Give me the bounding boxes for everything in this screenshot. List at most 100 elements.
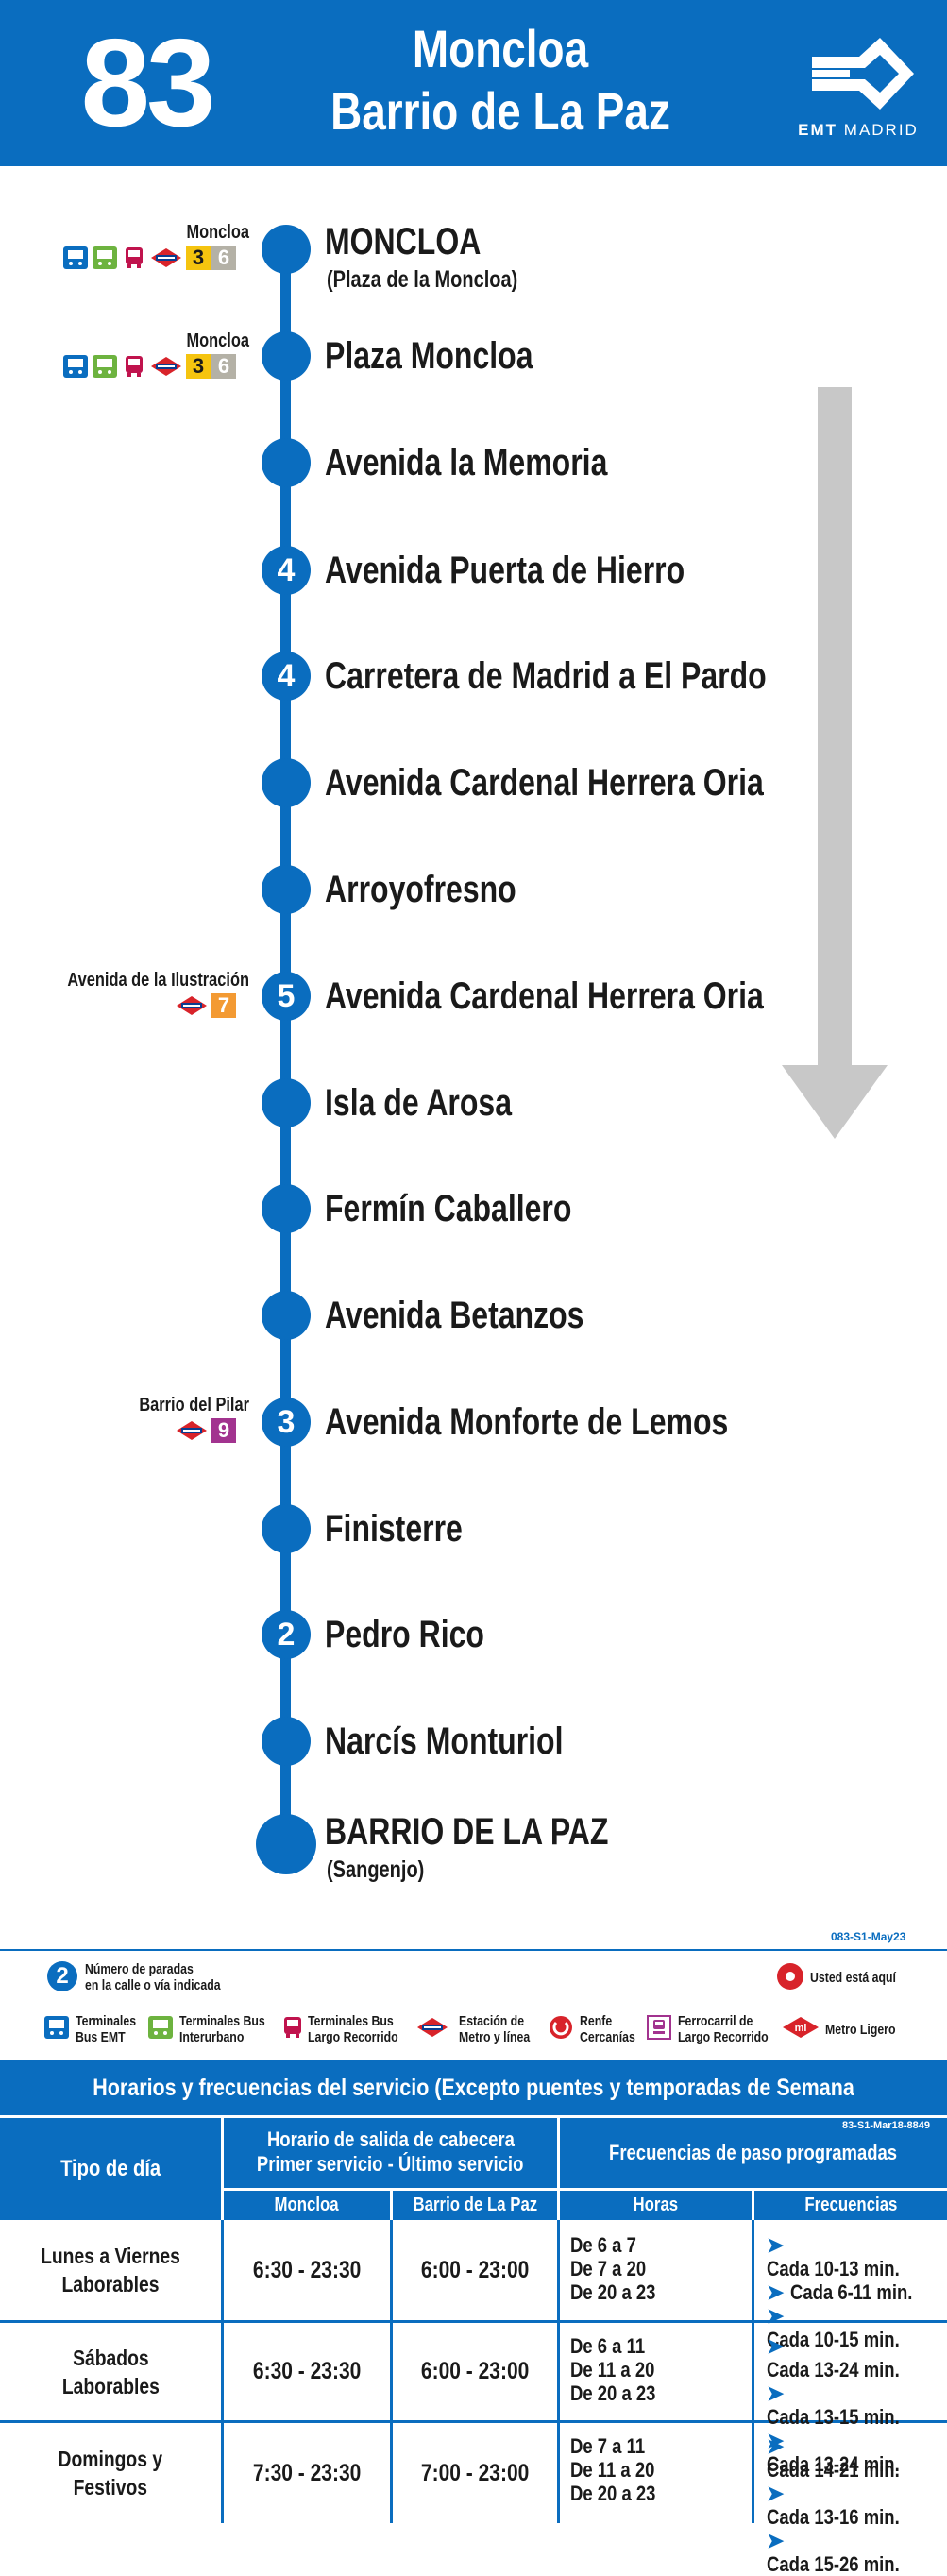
- metro-icon: [151, 248, 181, 267]
- col-day-type: Tipo de día: [0, 2118, 221, 2220]
- stop-name: Avenida la Memoria: [325, 442, 608, 483]
- legend-item: Terminales Bus Largo Recorrido: [308, 2013, 398, 2045]
- metro-icon: [177, 1421, 207, 1440]
- row-day-type: Domingos y Festivos: [58, 2447, 163, 2500]
- legend-item: Renfe Cercanías: [580, 2013, 635, 2045]
- legend-stops-count: Número de paradas en la calle o vía indi…: [85, 1961, 221, 1993]
- stop-name: Avenida Monforte de Lemos: [325, 1401, 729, 1443]
- stop-name: MONCLOA: [325, 221, 482, 263]
- stop-name: Carretera de Madrid a El Pardo: [325, 655, 767, 697]
- bus-interurban-icon: [93, 355, 117, 378]
- stop-marker: 4: [262, 546, 311, 595]
- legend-stops-badge: 2: [47, 1961, 77, 1991]
- bus-long-distance-icon: [284, 2017, 301, 2038]
- stop-marker: [262, 1291, 311, 1340]
- stop-marker: [262, 331, 311, 381]
- direction-arrow-icon: [782, 387, 888, 1139]
- connection-icons: 9: [176, 1418, 251, 1443]
- row-day-type: Lunes a Viernes Laborables: [41, 2244, 180, 2296]
- grid-line: [752, 2220, 754, 2523]
- stop-marker: 4: [262, 652, 311, 701]
- row-frequencies: ➤ Cada 13-24 min. ➤ Cada 13-15 min. ➤ Ca…: [767, 2334, 900, 2476]
- header-bar: [0, 0, 947, 166]
- legend-divider: [0, 1949, 947, 1951]
- stop-sub: (Plaza de la Moncloa): [327, 266, 518, 293]
- svg-text:ml: ml: [795, 2023, 807, 2034]
- stop-name: Isla de Arosa: [325, 1082, 513, 1124]
- document-code: 083-S1-May23: [831, 1930, 906, 1943]
- grid-line: [0, 2320, 947, 2323]
- row-dest-times: 6:00 - 23:00: [420, 2257, 530, 2283]
- row-hours: De 6 a 11 De 11 a 20 De 20 a 23: [570, 2334, 656, 2405]
- route-line: [280, 240, 291, 1845]
- emt-logo-icon: [812, 38, 914, 110]
- metro-icon: [177, 996, 207, 1015]
- grid-line: [0, 2420, 947, 2423]
- stop-name: Pedro Rico: [325, 1614, 484, 1655]
- bus-interurban-icon: [93, 246, 117, 269]
- stop-name: Fermín Caballero: [325, 1188, 572, 1229]
- col-destination: Barrio de La Paz: [393, 2191, 557, 2220]
- stop-marker: [262, 758, 311, 807]
- stop-marker: [262, 1504, 311, 1553]
- stop-name: Arroyofresno: [325, 869, 516, 910]
- connection-icons: 7: [176, 993, 251, 1018]
- legend-you-are-here: Usted está aquí: [810, 1970, 896, 1986]
- col-frequencies: Frecuencias de paso programadas: [560, 2118, 947, 2188]
- operator-label: EMT MADRID: [798, 121, 919, 139]
- stop-marker: [262, 438, 311, 487]
- stop-name: BARRIO DE LA PAZ: [325, 1811, 609, 1853]
- metro-line-badge: 6: [211, 354, 236, 379]
- metro-ligero-icon: ml: [783, 2017, 819, 2038]
- col-hours: Horas: [560, 2191, 752, 2220]
- bus-emt-icon: [44, 2016, 69, 2039]
- row-origin-times: 6:30 - 23:30: [252, 2358, 362, 2384]
- route-number: 83: [80, 13, 216, 152]
- legend-item: Ferrocarril de Largo Recorrido: [678, 2013, 769, 2045]
- grid-line: [557, 2220, 560, 2523]
- legend-item: Terminales Bus Interurbano: [179, 2013, 265, 2045]
- metro-line-badge: 3: [186, 354, 211, 379]
- row-origin-times: 6:30 - 23:30: [252, 2257, 362, 2283]
- row-hours: De 6 a 7 De 7 a 20 De 20 a 23: [570, 2233, 656, 2304]
- row-day-type: Sábados Laborables: [61, 2345, 160, 2398]
- route-destination: Barrio de La Paz: [330, 81, 670, 141]
- stop-name: Avenida Cardenal Herrera Oria: [325, 762, 764, 804]
- bus-long-distance-icon: [126, 247, 143, 268]
- col-freq-values: Frecuencias: [754, 2191, 947, 2220]
- connection-station: Moncloa: [186, 330, 249, 351]
- connection-station: Avenida de la Ilustración: [67, 970, 250, 991]
- col-departure: Horario de salida de cabecera Primer ser…: [224, 2118, 557, 2188]
- stop-name: Plaza Moncloa: [325, 335, 533, 377]
- metro-line-badge: 6: [211, 246, 236, 270]
- row-origin-times: 7:30 - 23:30: [252, 2460, 362, 2486]
- bus-emt-icon: [63, 355, 88, 378]
- stop-marker: [262, 1184, 311, 1233]
- stop-name: Avenida Puerta de Hierro: [325, 550, 685, 591]
- stop-sub: (Sangenjo): [327, 1856, 425, 1883]
- row-dest-times: 7:00 - 23:00: [420, 2460, 530, 2486]
- row-frequencies: ➤ Cada 10-13 min. ➤ Cada 6-11 min. ➤ Cad…: [767, 2233, 912, 2351]
- schedule-title-bar: Horarios y frecuencias del servicio (Exc…: [0, 2060, 947, 2156]
- stop-name: Avenida Betanzos: [325, 1295, 584, 1336]
- legend-item: Metro Ligero: [825, 2022, 896, 2038]
- metro-line-badge: 9: [211, 1418, 236, 1443]
- you-are-here-icon: [777, 1963, 803, 1990]
- long-distance-train-icon: [647, 2015, 671, 2040]
- stop-marker: 3: [262, 1398, 311, 1447]
- bus-emt-icon: [63, 246, 88, 269]
- metro-icon: [151, 357, 181, 376]
- legend-item: Estación de Metro y línea: [459, 2013, 531, 2045]
- bus-interurban-icon: [148, 2016, 173, 2039]
- legend-item: Terminales Bus EMT: [76, 2013, 137, 2045]
- stop-name: Narcís Monturiol: [325, 1720, 564, 1762]
- stop-marker: [262, 1078, 311, 1127]
- renfe-icon: [550, 2016, 572, 2039]
- stop-name: Avenida Cardenal Herrera Oria: [325, 975, 764, 1017]
- stop-marker: [256, 1814, 316, 1874]
- row-dest-times: 6:00 - 23:00: [420, 2358, 530, 2384]
- schedule-code: 83-S1-Mar18-8849: [842, 2120, 930, 2131]
- grid-line: [390, 2220, 393, 2523]
